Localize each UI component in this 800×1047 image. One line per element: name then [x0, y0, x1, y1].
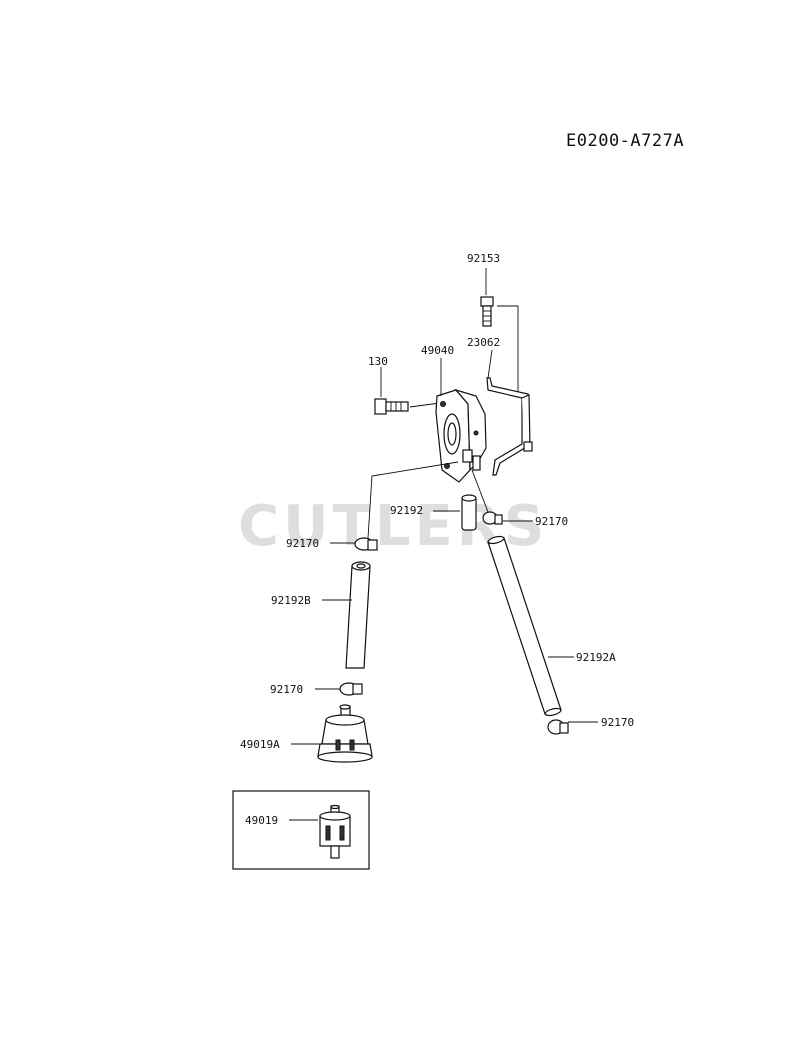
label-49019: 49019: [245, 814, 278, 827]
label-49040: 49040: [421, 344, 454, 357]
label-92192B: 92192B: [271, 594, 311, 607]
clamp-92170-left-mid[interactable]: [339, 682, 363, 696]
clamp-92170-right-bottom[interactable]: [547, 719, 569, 735]
leader-23062: [487, 349, 493, 379]
leader-pump-outlet: [367, 461, 459, 539]
diagram-code: E0200-A727A: [566, 131, 685, 151]
bracket-23062[interactable]: [486, 377, 533, 476]
bolt-130[interactable]: [374, 398, 409, 415]
hose-92192A[interactable]: [487, 535, 562, 717]
label-92153: 92153: [467, 252, 500, 265]
leader-pump-inlet: [471, 469, 489, 513]
label-92170-left-mid: 92170: [270, 683, 303, 696]
label-92192A: 92192A: [576, 651, 616, 664]
short-hose-92192[interactable]: [461, 494, 477, 531]
fuel-filter-49019A[interactable]: [317, 704, 373, 763]
label-130: 130: [368, 355, 388, 368]
label-23062: 23062: [467, 336, 500, 349]
fuel-filter-49019[interactable]: [319, 804, 351, 859]
bolt-92153[interactable]: [480, 296, 494, 327]
leader-92153-to-bracket: [497, 305, 519, 392]
label-92192: 92192: [390, 504, 423, 517]
leader-130-to-pump: [409, 402, 441, 408]
hose-92192B[interactable]: [345, 561, 371, 669]
fuel-pump-49040[interactable]: [435, 388, 487, 483]
label-49019A: 49019A: [240, 738, 280, 751]
clamp-92170-left-top[interactable]: [354, 537, 378, 551]
label-92170-left-top: 92170: [286, 537, 319, 550]
clamp-92170-right-top[interactable]: [482, 511, 503, 525]
label-92170-right-top: 92170: [535, 515, 568, 528]
label-92170-right-bottom: 92170: [601, 716, 634, 729]
